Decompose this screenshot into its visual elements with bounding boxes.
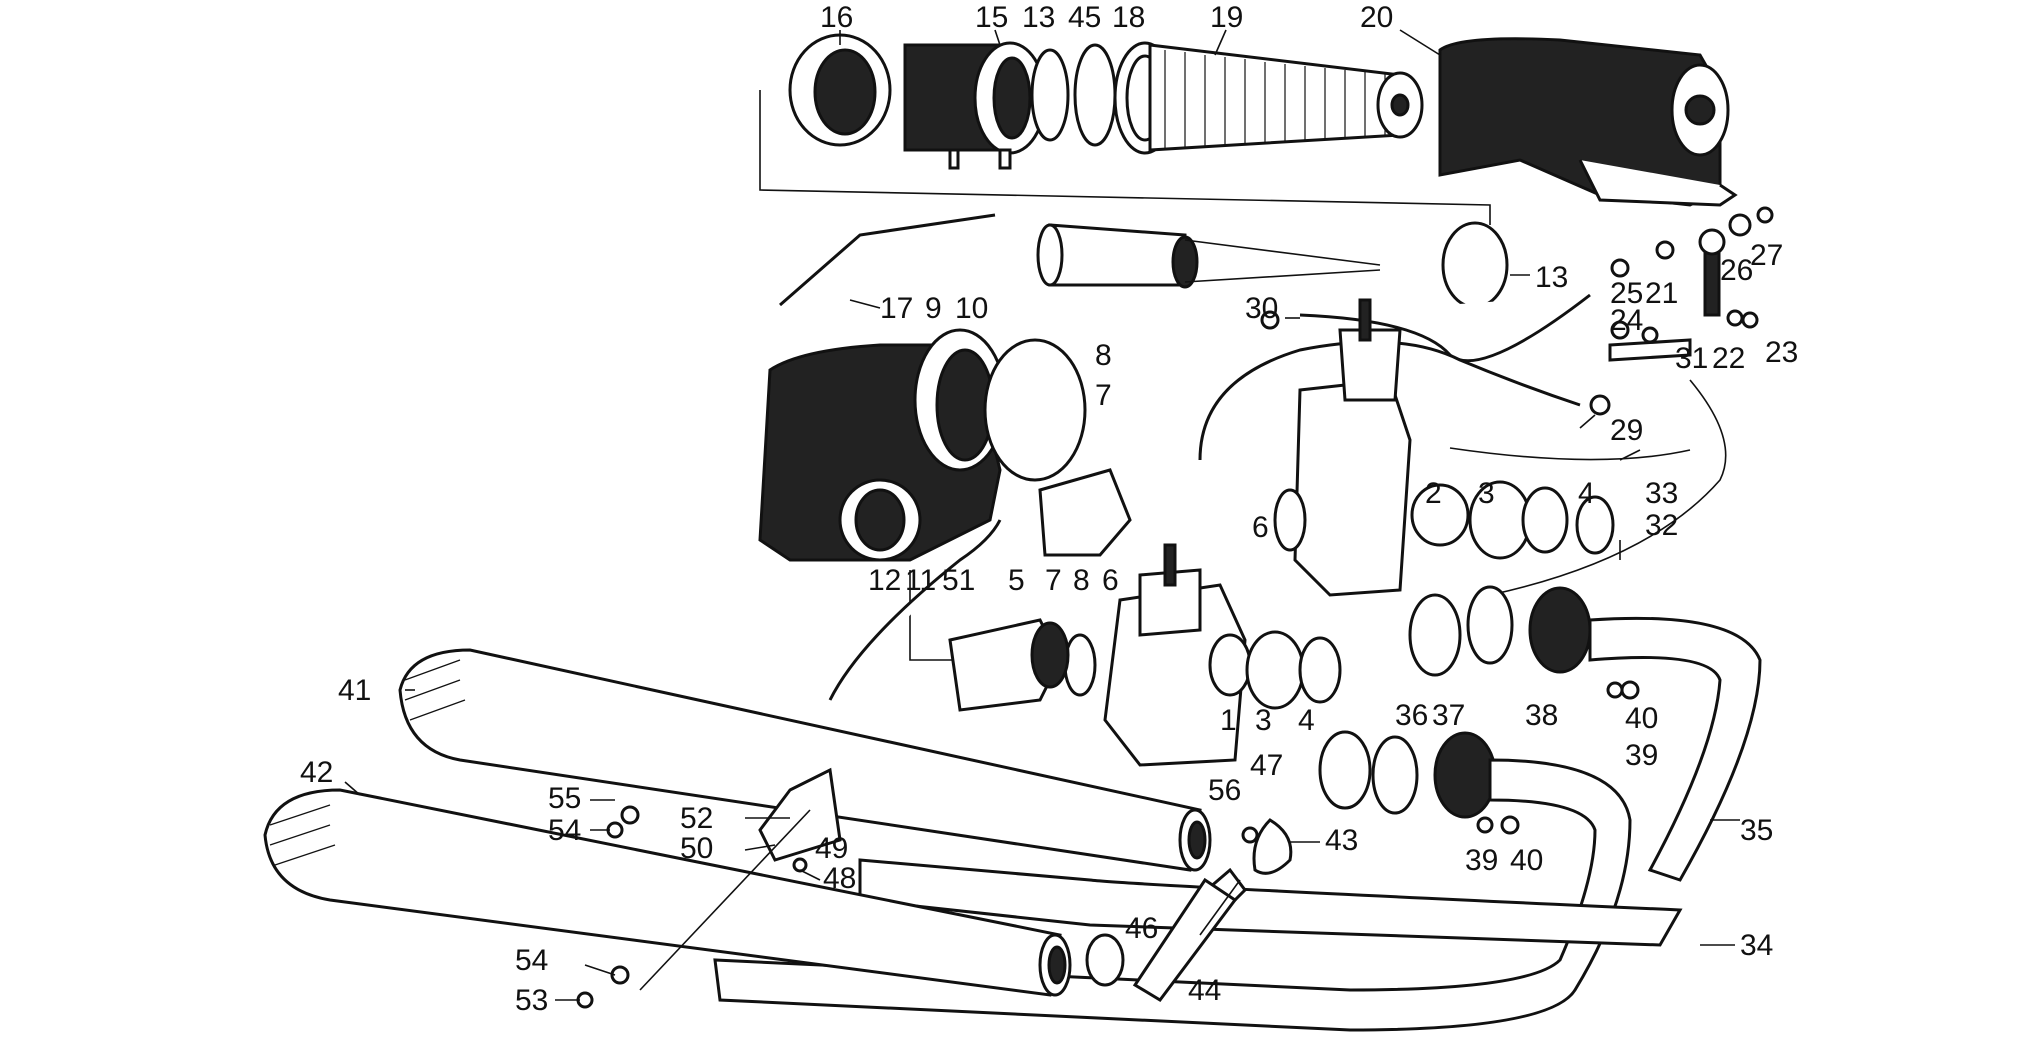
label-4: 4 <box>1578 477 1595 510</box>
label-6b: 6 <box>1102 564 1119 597</box>
label-40b: 40 <box>1510 844 1543 877</box>
label-34: 34 <box>1740 929 1773 962</box>
carburettor-lower <box>948 468 1342 767</box>
label-22: 22 <box>1712 342 1745 375</box>
label-7: 7 <box>1095 379 1112 412</box>
label-37: 37 <box>1432 699 1465 732</box>
label-19: 19 <box>1210 1 1243 34</box>
label-49: 49 <box>815 832 848 865</box>
label-46: 46 <box>1125 912 1158 945</box>
label-44: 44 <box>1188 974 1221 1007</box>
label-5: 5 <box>1008 564 1025 597</box>
label-40: 40 <box>1625 702 1658 735</box>
label-8: 8 <box>1095 339 1112 372</box>
carburettor-upper <box>1273 298 1615 597</box>
silencer-ribs <box>269 659 466 866</box>
label-35: 35 <box>1740 814 1773 847</box>
label-15: 15 <box>975 1 1008 34</box>
label-3: 3 <box>1478 477 1495 510</box>
label-31: 31 <box>1675 342 1708 375</box>
label-43: 43 <box>1325 824 1358 857</box>
leader-lines <box>344 29 1740 1001</box>
label-9: 9 <box>925 292 942 325</box>
label-41: 41 <box>338 674 371 707</box>
silencers <box>263 648 1212 997</box>
label-16: 16 <box>820 1 853 34</box>
label-21: 21 <box>1645 277 1678 310</box>
label-39: 39 <box>1625 739 1658 772</box>
label-55: 55 <box>548 782 581 815</box>
label-27: 27 <box>1750 239 1783 272</box>
bracket-and-clamps <box>576 767 1293 1009</box>
label-30: 30 <box>1245 292 1278 325</box>
label-18: 18 <box>1112 1 1145 34</box>
label-4b: 4 <box>1298 704 1315 737</box>
label-10: 10 <box>955 292 988 325</box>
label-47: 47 <box>1250 749 1283 782</box>
label-11: 11 <box>905 564 936 597</box>
label-20: 20 <box>1360 1 1393 34</box>
label-33: 33 <box>1645 477 1678 510</box>
intake-box <box>758 328 1087 701</box>
label-1: 1 <box>1220 704 1237 737</box>
label-8b: 8 <box>1073 564 1090 597</box>
filter-pleats <box>1164 50 1386 148</box>
label-48: 48 <box>823 862 856 895</box>
label-3b: 3 <box>1255 704 1272 737</box>
label-6: 6 <box>1252 511 1269 544</box>
label-26: 26 <box>1720 254 1753 287</box>
label-13b: 13 <box>1535 261 1568 294</box>
label-50: 50 <box>680 832 713 865</box>
label-29: 29 <box>1610 414 1643 447</box>
label-2: 2 <box>1425 477 1442 510</box>
label-56: 56 <box>1208 774 1241 807</box>
label-17: 17 <box>880 292 913 325</box>
air-filter-assembly <box>759 33 1738 225</box>
label-52: 52 <box>680 802 713 835</box>
label-25: 25 <box>1610 277 1643 310</box>
label-54: 54 <box>548 814 581 847</box>
label-13: 13 <box>1022 1 1055 34</box>
label-53: 53 <box>515 984 548 1017</box>
label-12: 12 <box>868 564 901 597</box>
label-39b: 39 <box>1465 844 1498 877</box>
label-24: 24 <box>1610 304 1643 337</box>
label-42: 42 <box>300 756 333 789</box>
label-51: 51 <box>942 564 975 597</box>
label-45: 45 <box>1068 1 1101 34</box>
label-36: 36 <box>1395 699 1428 732</box>
exhaust-pipes <box>713 616 1762 1032</box>
label-32: 32 <box>1645 509 1678 542</box>
label-7b: 7 <box>1045 564 1062 597</box>
part-labels: 16 15 13 45 18 19 20 13 17 9 10 30 25 21… <box>300 1 1798 1017</box>
label-38: 38 <box>1525 699 1558 732</box>
label-54b: 54 <box>515 944 548 977</box>
label-23: 23 <box>1765 336 1798 369</box>
